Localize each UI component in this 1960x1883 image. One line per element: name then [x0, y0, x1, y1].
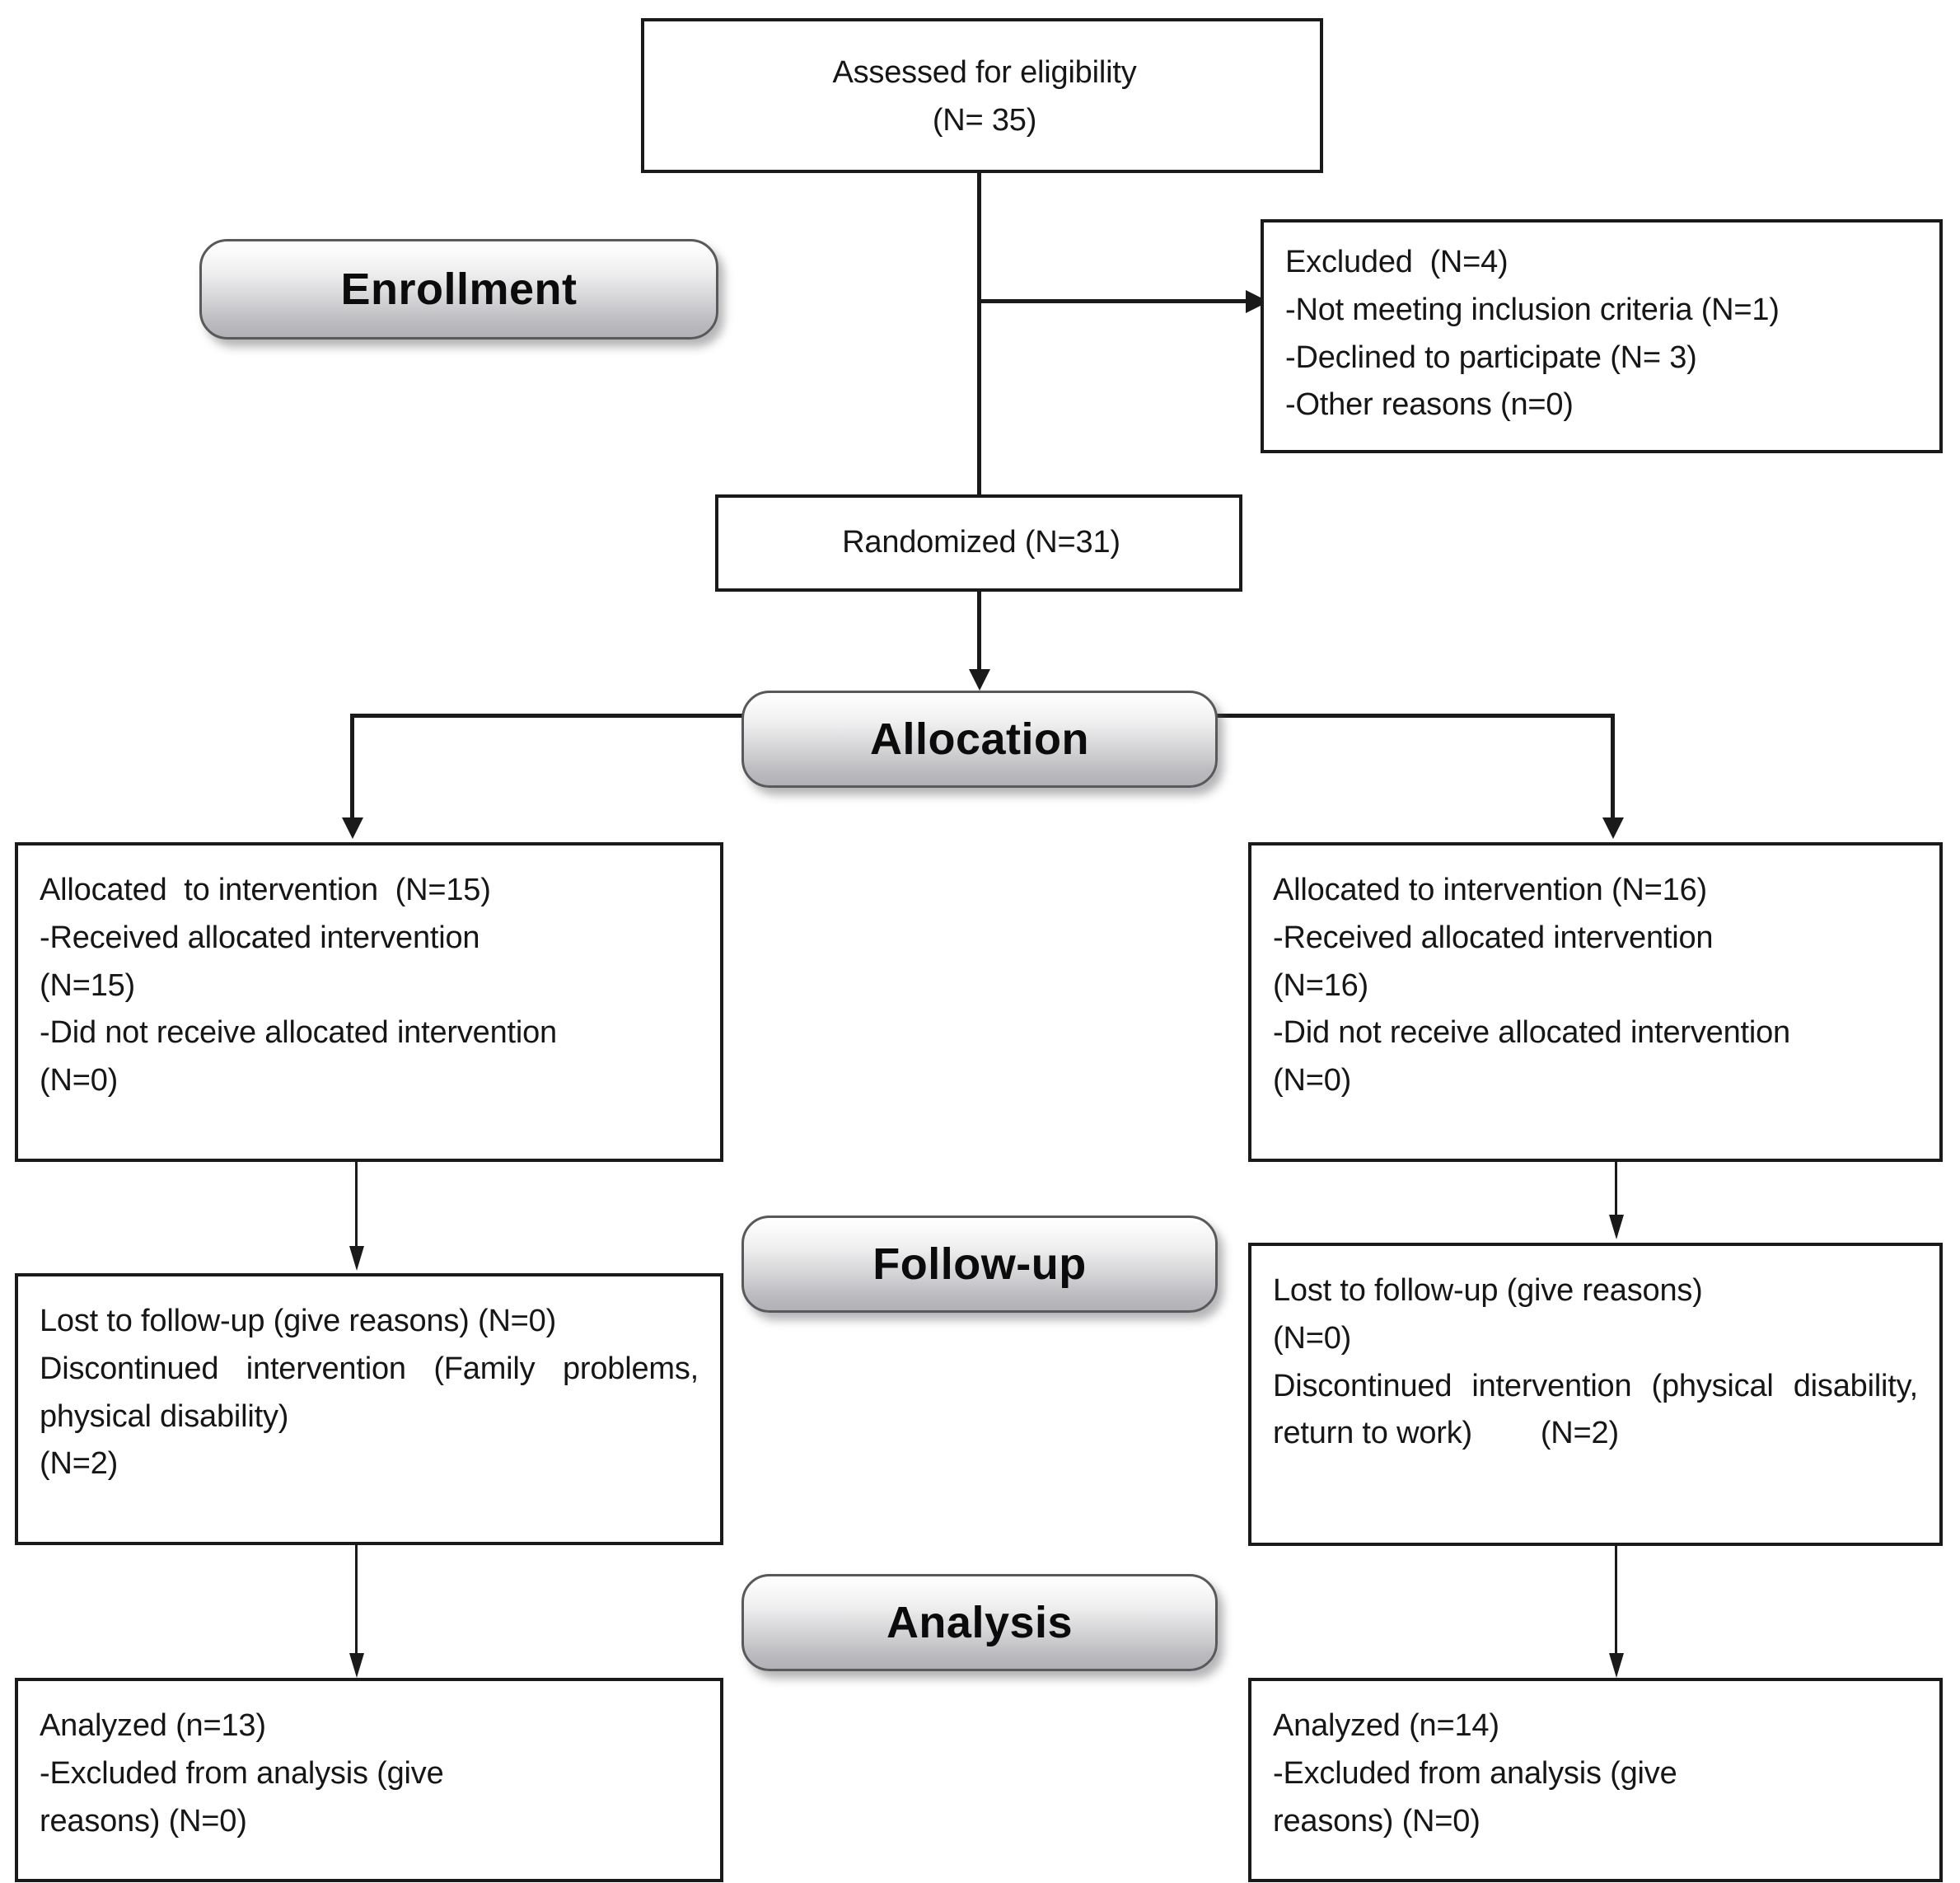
stage-badge-followup-label: Follow-up [872, 1239, 1087, 1289]
box-assessed-content: Assessed for eligibility (N= 35) [644, 21, 1320, 153]
arrowhead-analyzed-left [349, 1653, 364, 1678]
box-assessed-line-1: Assessed for eligibility [832, 55, 1137, 90]
connector-allocation-split-left [350, 714, 754, 718]
box-allocated-right-line-5: (N=0) [1273, 1063, 1352, 1098]
box-analyzed-left-content: Analyzed (n=13) -Excluded from analysis … [18, 1681, 720, 1853]
stage-badge-analysis: Analysis [741, 1574, 1218, 1671]
box-followup-left-line-1: Lost to follow-up (give reasons) (N=0) [40, 1304, 557, 1338]
box-allocated-right-line-1: Allocated to intervention (N=16) [1273, 873, 1707, 907]
box-allocated-left-line-3: (N=15) [40, 967, 136, 1003]
box-followup-right: Lost to follow-up (give reasons) (N=0) D… [1248, 1243, 1943, 1546]
box-excluded-line-4: -Other reasons (n=0) [1285, 387, 1574, 423]
box-analyzed-right-line-1: Analyzed (n=14) [1273, 1708, 1499, 1743]
box-analyzed-right-content: Analyzed (n=14) -Excluded from analysis … [1251, 1681, 1939, 1853]
box-followup-left-line-2: Discontinued intervention (Family proble… [40, 1351, 708, 1434]
arrowhead-analyzed-right [1609, 1653, 1624, 1678]
box-excluded-content: Excluded (N=4) -Not meeting inclusion cr… [1264, 222, 1939, 438]
box-allocated-right-line-4: -Did not receive allocated intervention [1273, 1015, 1790, 1051]
connector-allocation-split-right [1206, 714, 1615, 718]
connector-assessed-to-randomized [977, 173, 981, 496]
box-analyzed-left-line-1: Analyzed (n=13) [40, 1708, 266, 1743]
box-followup-left: Lost to follow-up (give reasons) (N=0) D… [15, 1273, 723, 1545]
box-analyzed-left: Analyzed (n=13) -Excluded from analysis … [15, 1678, 723, 1882]
box-analyzed-right-line-2: -Excluded from analysis (give [1273, 1755, 1677, 1791]
connector-branch-to-excluded [980, 299, 1250, 303]
box-allocated-left-line-5: (N=0) [40, 1063, 119, 1098]
arrowhead-followup-left [349, 1246, 364, 1271]
stage-badge-analysis-label: Analysis [886, 1598, 1074, 1647]
connector-allocated-right-to-followup [1615, 1162, 1617, 1226]
box-analyzed-left-line-2: -Excluded from analysis (give [40, 1755, 444, 1791]
connector-allocated-left-to-followup [355, 1162, 358, 1259]
box-analyzed-right: Analyzed (n=14) -Excluded from analysis … [1248, 1678, 1943, 1882]
connector-randomized-to-allocation [977, 592, 981, 674]
box-followup-left-content: Lost to follow-up (give reasons) (N=0) D… [18, 1276, 720, 1497]
box-analyzed-left-line-3: reasons) (N=0) [40, 1803, 247, 1839]
box-analyzed-right-line-3: reasons) (N=0) [1273, 1803, 1481, 1839]
box-allocated-left: Allocated to intervention (N=15) -Receiv… [15, 842, 723, 1162]
box-allocated-right-line-2: -Received allocated intervention [1273, 920, 1714, 955]
box-followup-left-line-3: (N=2) [40, 1446, 119, 1482]
stage-badge-allocation: Allocation [741, 691, 1218, 788]
arrowhead-allocation-left [342, 817, 363, 839]
box-assessed-line-2: (N= 35) [932, 102, 1037, 138]
box-excluded-line-1: Excluded (N=4) [1285, 245, 1509, 279]
connector-allocation-down-left [350, 714, 354, 822]
box-followup-right-line-3: Discontinued intervention (physical disa… [1273, 1368, 1927, 1451]
box-allocated-right-content: Allocated to intervention (N=16) -Receiv… [1251, 845, 1939, 1113]
box-allocated-left-line-1: Allocated to intervention (N=15) [40, 873, 491, 907]
connector-allocation-down-right [1611, 714, 1615, 822]
box-excluded-line-2: -Not meeting inclusion criteria (N=1) [1285, 292, 1780, 327]
box-followup-right-line-1: Lost to follow-up (give reasons) [1273, 1273, 1703, 1308]
box-excluded: Excluded (N=4) -Not meeting inclusion cr… [1261, 219, 1943, 453]
box-randomized-line-1: Randomized (N=31) [842, 525, 1120, 560]
box-allocated-left-line-4: -Did not receive allocated intervention [40, 1015, 557, 1051]
box-allocated-left-line-2: -Received allocated intervention [40, 920, 480, 955]
arrowhead-randomized-to-allocation [969, 669, 990, 691]
box-randomized: Randomized (N=31) [715, 494, 1242, 592]
box-excluded-line-3: -Declined to participate (N= 3) [1285, 340, 1697, 375]
box-allocated-left-content: Allocated to intervention (N=15) -Receiv… [18, 845, 720, 1113]
stage-badge-allocation-label: Allocation [869, 714, 1089, 764]
box-allocated-right-line-3: (N=16) [1273, 967, 1369, 1003]
connector-followup-left-to-analyzed [355, 1545, 358, 1669]
box-followup-right-content: Lost to follow-up (give reasons) (N=0) D… [1251, 1246, 1939, 1466]
arrowhead-allocation-right [1602, 817, 1624, 839]
box-allocated-right: Allocated to intervention (N=16) -Receiv… [1248, 842, 1943, 1162]
box-assessed-for-eligibility: Assessed for eligibility (N= 35) [641, 18, 1323, 173]
box-followup-right-line-2: (N=0) [1273, 1320, 1352, 1356]
stage-badge-enrollment-label: Enrollment [340, 265, 578, 314]
box-randomized-content: Randomized (N=31) [718, 498, 1239, 575]
connector-followup-right-to-analyzed [1615, 1546, 1617, 1670]
stage-badge-enrollment: Enrollment [199, 239, 718, 340]
stage-badge-followup: Follow-up [741, 1216, 1218, 1313]
arrowhead-followup-right [1609, 1215, 1624, 1239]
